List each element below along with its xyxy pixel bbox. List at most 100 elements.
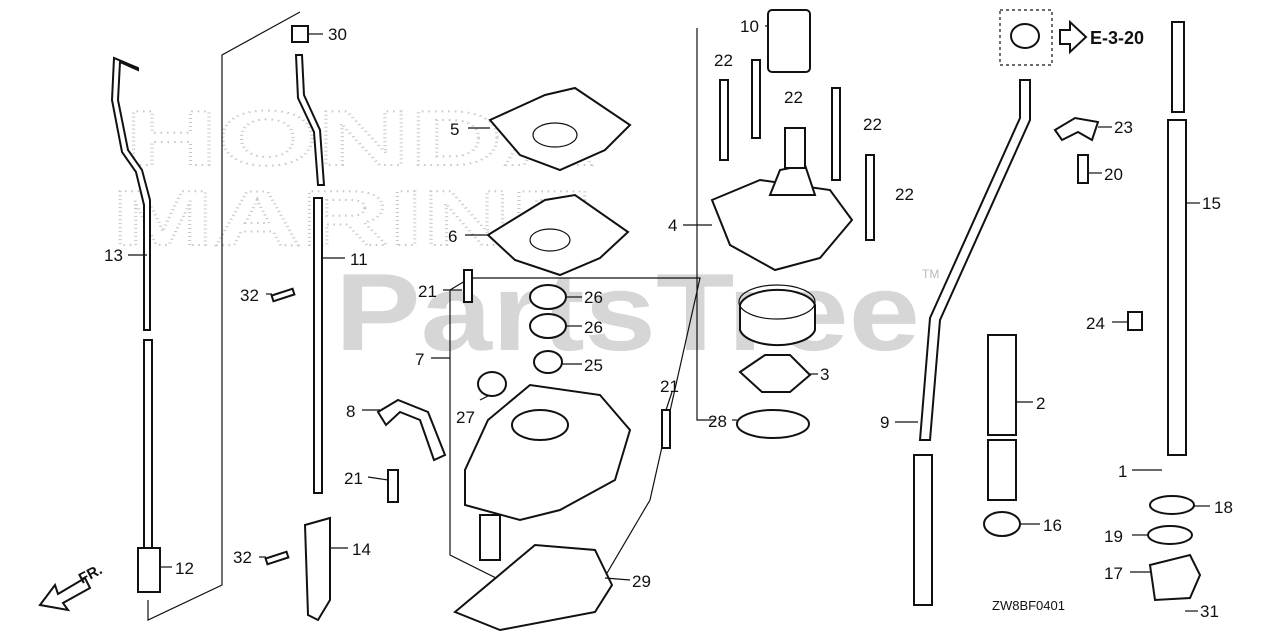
part-26-bearing-a <box>529 284 567 310</box>
part-6-plate <box>486 193 630 277</box>
shaft-15-lower <box>1167 119 1187 456</box>
callout-9: 9 <box>880 413 889 432</box>
sleeves-2-16 <box>983 334 1021 537</box>
callout-22-d: 22 <box>895 185 914 204</box>
callouts: 30 5 6 13 11 32 21 26 26 7 25 8 27 21 32… <box>104 17 1233 621</box>
rod-13-lower <box>143 339 153 551</box>
callout-32-a: 32 <box>240 286 259 305</box>
part-20-bolt <box>1077 154 1089 184</box>
part-12-sleeve <box>137 547 161 593</box>
watermark-tm: TM <box>922 267 939 281</box>
callout-21-c: 21 <box>660 377 679 396</box>
callout-29: 29 <box>632 572 651 591</box>
callout-26-a: 26 <box>584 288 603 307</box>
callout-3: 3 <box>820 365 829 384</box>
part-2-sleeve-upper <box>987 334 1017 436</box>
diagram-code: ZW8BF0401 <box>992 598 1065 613</box>
callout-7: 7 <box>415 350 424 369</box>
assembly-frames <box>147 9 1053 621</box>
callout-11: 11 <box>350 250 368 269</box>
part-2-sleeve-lower <box>987 439 1017 501</box>
callout-23: 23 <box>1114 118 1133 137</box>
part-32-pin-b <box>264 550 290 566</box>
part-18-washer <box>1149 495 1195 515</box>
part-29-gasket <box>453 543 614 632</box>
impeller-parts <box>736 284 816 439</box>
pump-housing-7 <box>387 383 671 561</box>
part-8-grommet <box>376 398 447 462</box>
part-27-seal <box>477 371 507 397</box>
part-5-plate <box>488 86 632 172</box>
callout-30: 30 <box>328 25 347 44</box>
callout-18: 18 <box>1214 498 1233 517</box>
plate-5-hole <box>532 122 578 148</box>
part-23-plate <box>1053 116 1100 142</box>
callout-31: 31 <box>1200 602 1219 621</box>
housing-body <box>464 383 632 522</box>
callout-10: 10 <box>740 17 759 36</box>
callout-13: 13 <box>104 246 123 265</box>
callout-17: 17 <box>1104 564 1123 583</box>
part-24-clip <box>1127 311 1143 331</box>
tube-9-lower <box>913 454 933 606</box>
callout-24: 24 <box>1086 314 1105 333</box>
callout-22-a: 22 <box>714 51 733 70</box>
callout-21-a: 21 <box>418 282 437 301</box>
ref-box-part <box>1010 23 1040 49</box>
part-3-impeller <box>738 354 812 393</box>
plates <box>486 86 632 277</box>
callout-27: 27 <box>456 408 475 427</box>
callout-1: 1 <box>1118 462 1127 481</box>
part-14-clip <box>303 516 331 622</box>
part-22-bolt-c <box>831 87 841 181</box>
callout-19: 19 <box>1104 527 1123 546</box>
housing-4-tube <box>784 127 806 169</box>
part-17-gear <box>1148 553 1202 602</box>
callout-15: 15 <box>1202 194 1221 213</box>
housing-tube <box>479 514 501 561</box>
front-arrow-icon <box>38 576 92 612</box>
watermark-site: PartsTree <box>335 251 920 374</box>
callout-8: 8 <box>346 402 355 421</box>
part-21-bolt-b <box>387 469 399 503</box>
frame-water-pump <box>449 277 701 586</box>
housing-4-neck <box>768 163 817 196</box>
part-32-pin-a <box>270 287 296 303</box>
callout-16: 16 <box>1043 516 1062 535</box>
housing-bore <box>511 409 569 441</box>
part-26-bearing-b <box>529 313 567 339</box>
part-19-washer <box>1147 525 1193 545</box>
callout-4: 4 <box>668 216 677 235</box>
impeller-housing-4 <box>710 9 875 272</box>
ref-arrow-label: E-3-20 <box>1090 28 1144 48</box>
shift-rod-13 <box>110 56 161 593</box>
callout-21-b: 21 <box>344 469 363 488</box>
callout-5: 5 <box>450 120 459 139</box>
callout-12: 12 <box>175 559 194 578</box>
callout-22-b: 22 <box>784 88 803 107</box>
callout-20: 20 <box>1104 165 1123 184</box>
callout-26-b: 26 <box>584 318 603 337</box>
part-16-grommet <box>983 511 1021 537</box>
water-tube-9 <box>913 79 1031 606</box>
rod-11-upper <box>294 54 326 186</box>
plate-6-hole <box>529 228 571 252</box>
housing-4-base <box>710 178 854 272</box>
leader-lines <box>128 25 1210 612</box>
part-22-bolt-d <box>865 154 875 241</box>
rod-13-upper <box>110 56 151 331</box>
callout-25: 25 <box>584 356 603 375</box>
callout-6: 6 <box>448 227 457 246</box>
shaft-15-upper <box>1171 21 1185 113</box>
callout-22-c: 22 <box>863 115 882 134</box>
part-liner <box>739 288 816 347</box>
rod-11-lower <box>313 197 323 494</box>
liner-top <box>738 284 816 320</box>
callout-14: 14 <box>352 540 371 559</box>
callout-28: 28 <box>708 412 727 431</box>
ref-arrow-icon <box>1059 19 1088 55</box>
part-30-nut <box>291 25 309 43</box>
part-10-sleeve <box>767 9 811 73</box>
callout-2: 2 <box>1036 394 1045 413</box>
